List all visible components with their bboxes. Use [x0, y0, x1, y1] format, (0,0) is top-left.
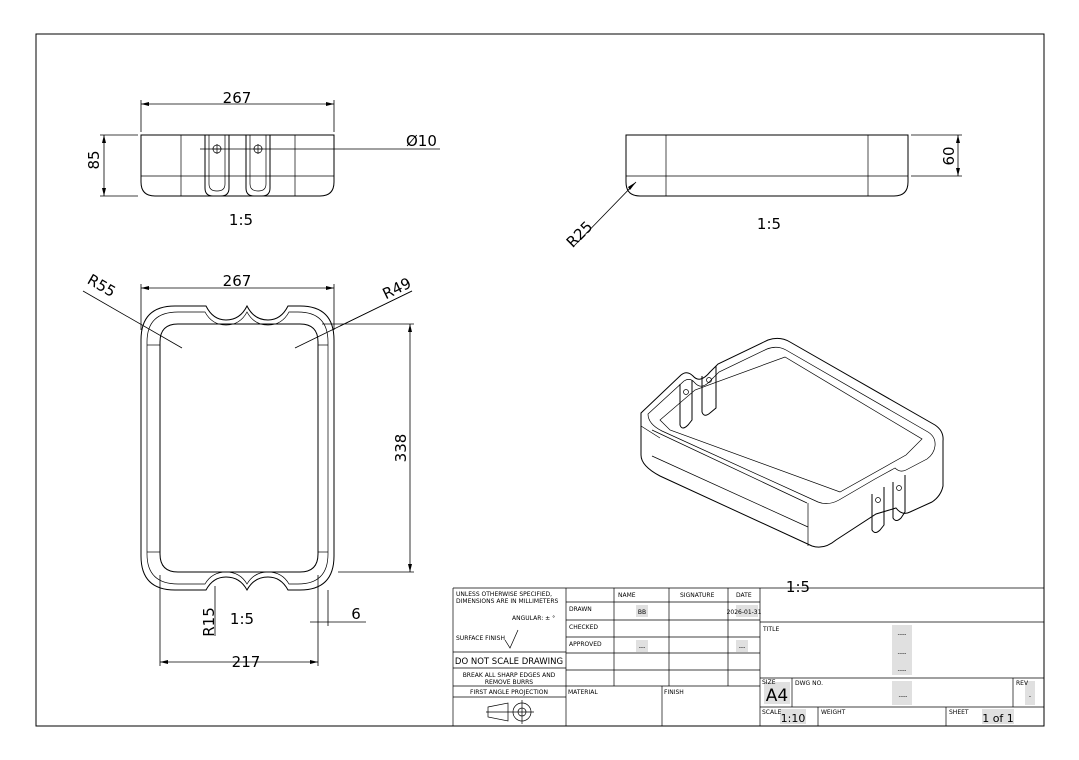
front-radius-bottom-dim: R15 — [200, 607, 218, 637]
angular-tolerance: ANGULAR: ± ° — [512, 615, 555, 622]
iso-view-scale: 1:5 — [786, 578, 810, 596]
front-view-scale: 1:5 — [230, 610, 254, 628]
top-view-scale: 1:5 — [229, 211, 253, 229]
top-height-dim: 85 — [85, 150, 103, 169]
col-signature-header: SIGNATURE — [680, 592, 715, 599]
front-view — [82, 284, 414, 666]
sheet-size: A4 — [766, 686, 788, 706]
hole-dim: Ø10 — [406, 132, 437, 150]
material-label: MATERIAL — [568, 689, 598, 696]
front-width-dim: 267 — [223, 272, 252, 290]
iso-view — [640, 337, 944, 548]
rev-value: - — [1029, 693, 1031, 700]
dwg-no-label: DWG NO. — [795, 680, 823, 687]
surface-finish-label: SURFACE FINISH — [456, 635, 505, 642]
general-note-line-2: DIMENSIONS ARE IN MILLIMETERS — [456, 598, 558, 605]
do-not-scale-label: DO NOT SCALE DRAWING — [455, 657, 563, 667]
front-height-dim: 338 — [392, 434, 410, 463]
sheet-number: 1 of 1 — [982, 712, 1014, 725]
sheet-border — [35, 33, 1045, 727]
row-approved-label: APPROVED — [569, 641, 602, 648]
title-line-3: ---- — [898, 667, 907, 674]
drawn-name: BB — [638, 609, 646, 616]
front-radius-left-dim: R55 — [84, 270, 119, 300]
drawn-date: 2026-01-31 — [727, 609, 762, 616]
break-edges-line-1: BREAK ALL SHARP EDGES AND — [463, 672, 556, 679]
row-drawn-label: DRAWN — [569, 606, 592, 613]
title-line-1: ---- — [898, 631, 907, 638]
sheet-label: SHEET — [949, 709, 969, 716]
side-radius-dim: R25 — [563, 218, 597, 252]
top-width-dim: 267 — [223, 89, 252, 107]
top-view — [100, 100, 440, 197]
general-note-line-1: UNLESS OTHERWISE SPECIFIED, — [456, 591, 552, 598]
side-view-scale: 1:5 — [757, 215, 781, 233]
col-name-header: NAME — [618, 592, 636, 599]
col-date-header: DATE — [736, 592, 752, 599]
row-checked-label: CHECKED — [569, 624, 598, 631]
drawing-scale: 1:10 — [781, 712, 806, 725]
break-edges-line-2: REMOVE BURRS — [485, 679, 533, 686]
side-view — [572, 134, 962, 248]
weight-label: WEIGHT — [821, 709, 846, 716]
size-label: SIZE — [762, 679, 776, 686]
front-bottom-width-dim: 217 — [232, 653, 261, 671]
front-wall-dim: 6 — [351, 605, 361, 623]
dwg-no: ---- — [899, 693, 908, 700]
title-label: TITLE — [762, 626, 779, 633]
side-height-dim: 60 — [940, 146, 958, 165]
scale-label: SCALE — [762, 709, 781, 716]
rev-label: REV — [1016, 680, 1029, 687]
approved-name: --- — [639, 644, 646, 651]
approved-date: --- — [739, 644, 746, 651]
title-line-2: ---- — [898, 650, 907, 657]
projection-label: FIRST ANGLE PROJECTION — [470, 689, 548, 696]
title-block — [452, 587, 1044, 726]
finish-label: FINISH — [664, 689, 684, 696]
